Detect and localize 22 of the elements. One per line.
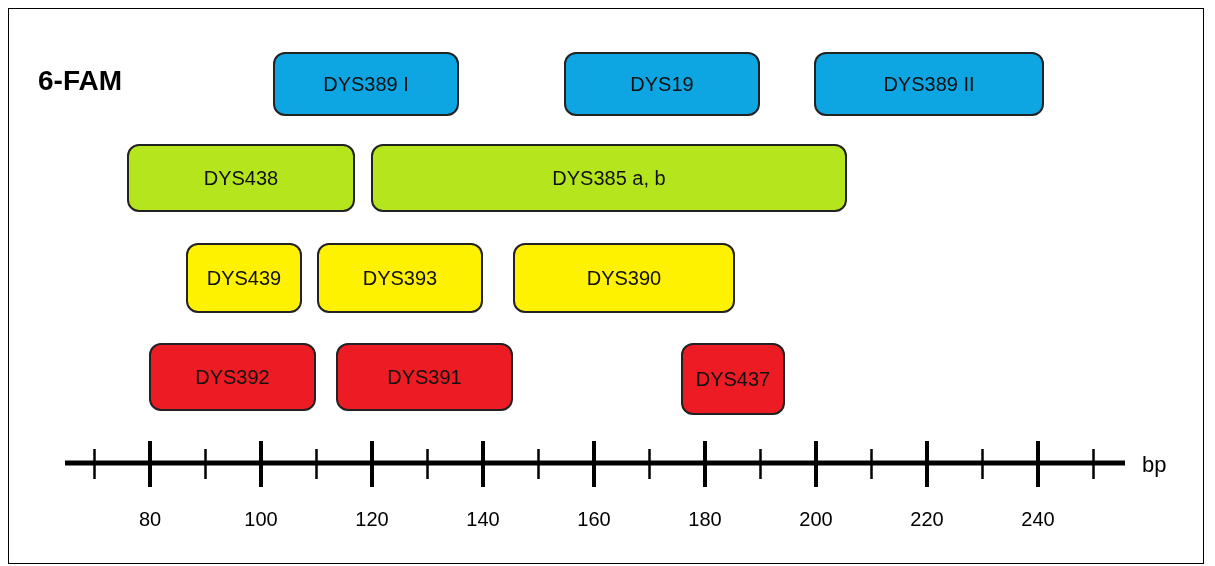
tick-label: 180	[687, 508, 723, 531]
marker-range-box: DYS385 a, b	[371, 144, 847, 212]
row-label: 6-FAM	[38, 65, 122, 97]
marker-range-box: DYS438	[127, 144, 355, 212]
tick-label: 120	[354, 508, 390, 531]
tick-label: 200	[798, 508, 834, 531]
marker-range-box: DYS19	[564, 52, 760, 116]
tick-label: 220	[909, 508, 945, 531]
marker-range-box: DYS439	[186, 243, 302, 313]
tick-label: 80	[137, 508, 163, 531]
marker-range-box: DYS393	[317, 243, 483, 313]
marker-range-box: DYS391	[336, 343, 513, 411]
marker-range-box: DYS437	[681, 343, 785, 415]
marker-range-box: DYS392	[149, 343, 316, 411]
axis-unit-label: bp	[1142, 452, 1167, 478]
tick-label: 240	[1020, 508, 1056, 531]
marker-range-box: DYS389 II	[814, 52, 1044, 116]
marker-range-box: DYS389 I	[273, 52, 459, 116]
tick-label: 100	[243, 508, 279, 531]
marker-range-box: DYS390	[513, 243, 735, 313]
tick-label: 160	[576, 508, 612, 531]
tick-label: 140	[465, 508, 501, 531]
